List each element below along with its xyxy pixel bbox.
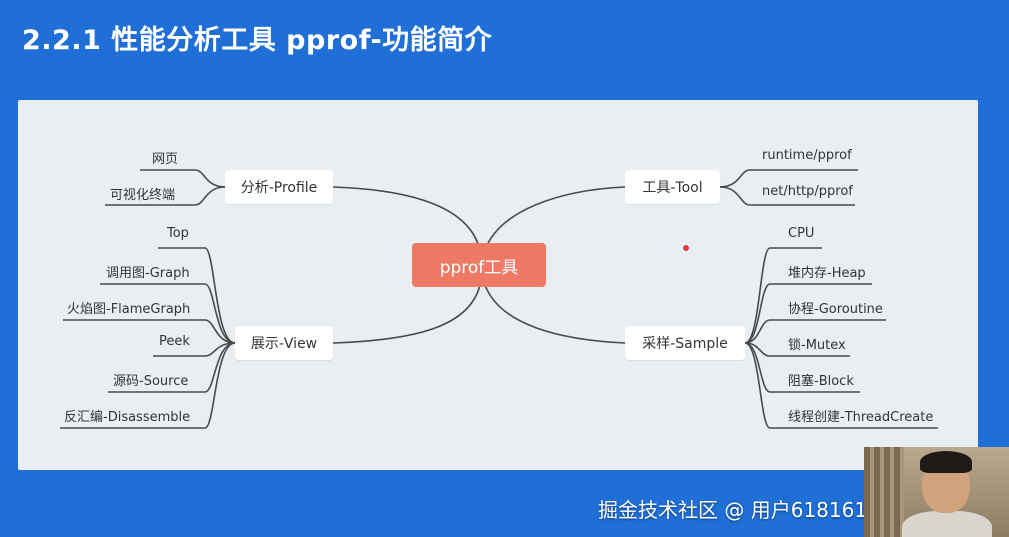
connector-profile-leaf-2 (105, 186, 226, 206)
leaf-sample-threadcreate[interactable]: 线程创建-ThreadCreate (788, 410, 934, 425)
webcam-overlay (864, 447, 1009, 537)
leaf-sample-heap[interactable]: 堆内存-Heap (788, 266, 866, 281)
connector-profile (332, 186, 481, 251)
connector-sample-leaf-1 (744, 247, 822, 344)
branch-tool[interactable]: 工具-Tool (625, 170, 720, 204)
connector-profile-leaf-1 (140, 169, 226, 188)
leaf-profile-terminal[interactable]: 可视化终端 (110, 188, 176, 203)
connector-sample (484, 284, 626, 344)
bookshelf-background (864, 447, 904, 537)
connector-view-leaf-6 (60, 342, 236, 429)
presenter-shirt (902, 511, 992, 537)
connector-view-leaf-4 (153, 342, 236, 357)
leaf-sample-mutex[interactable]: 锁-Mutex (788, 338, 846, 353)
connector-sample-leaf-5 (744, 342, 860, 393)
connector-view-leaf-2 (100, 283, 236, 344)
connector-sample-leaf-4 (744, 342, 850, 357)
connector-sample-leaf-2 (744, 283, 872, 344)
leaf-view-disassemble[interactable]: 反汇编-Disassemble (64, 410, 191, 425)
connector-tool-leaf-1 (719, 169, 858, 188)
connector-tool-leaf-2 (719, 186, 855, 206)
connector-view-leaf-5 (108, 342, 236, 393)
leaf-tool-http[interactable]: net/http/pprof (762, 184, 853, 199)
leaf-profile-web[interactable]: 网页 (152, 152, 179, 167)
leaf-view-peek[interactable]: Peek (159, 334, 190, 349)
leaf-view-graph[interactable]: 调用图-Graph (106, 266, 190, 281)
leaf-tool-runtime[interactable]: runtime/pprof (762, 148, 852, 163)
leaf-view-top[interactable]: Top (167, 226, 189, 241)
leaf-sample-block[interactable]: 阻塞-Block (788, 374, 854, 389)
connector-view (332, 284, 481, 344)
branch-view[interactable]: 展示-View (235, 326, 333, 360)
connector-view-leaf-3 (63, 319, 236, 344)
connector-tool (484, 186, 626, 251)
branch-sample[interactable]: 采样-Sample (625, 326, 745, 360)
connector-sample-leaf-6 (744, 342, 938, 429)
slide-title: 2.2.1 性能分析工具 pprof-功能简介 (22, 25, 493, 56)
branch-profile[interactable]: 分析-Profile (225, 170, 333, 204)
connector-sample-leaf-3 (744, 319, 886, 344)
leaf-sample-goroutine[interactable]: 协程-Goroutine (788, 302, 883, 317)
presenter-hair (920, 451, 972, 473)
leaf-view-flamegraph[interactable]: 火焰图-FlameGraph (67, 302, 191, 317)
pointer-dot-icon (683, 245, 689, 251)
center-node[interactable]: pprof工具 (412, 243, 546, 287)
connector-view-leaf-1 (158, 247, 236, 344)
leaf-sample-cpu[interactable]: CPU (788, 226, 815, 241)
leaf-view-source[interactable]: 源码-Source (113, 374, 189, 389)
